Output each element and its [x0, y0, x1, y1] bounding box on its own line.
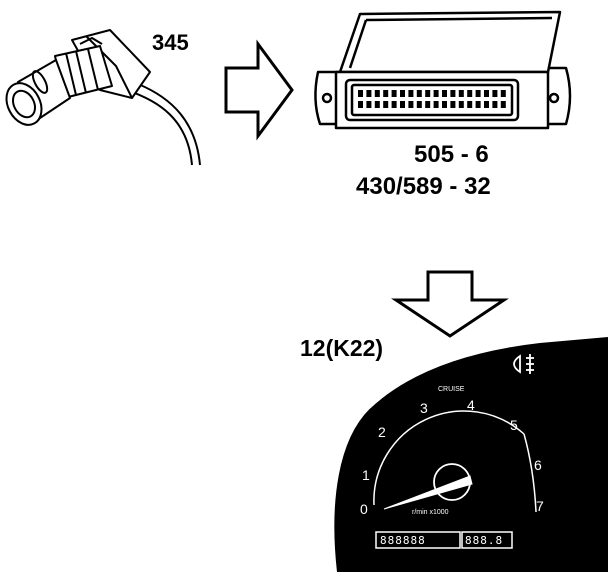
connector-pin — [467, 101, 473, 108]
connector-pin — [391, 90, 397, 97]
connector-pin — [400, 90, 405, 97]
tachometer-needle — [383, 475, 473, 510]
tachometer-arc — [373, 410, 525, 506]
connector-pin — [475, 90, 481, 97]
instrument-cluster: CRUISE 0 1 2 3 4 5 6 7 r/min x1000 88888… — [334, 336, 608, 572]
odometer-value: 888888 — [380, 534, 426, 547]
connector-pin — [416, 90, 422, 97]
tachometer-scale-1: 1 — [362, 467, 370, 483]
cluster-upper-text: CRUISE — [438, 386, 465, 393]
connector-pin — [492, 101, 498, 108]
odometer-display — [375, 531, 461, 549]
crankshaft-position-sensor-icon — [5, 29, 201, 166]
tachometer-scale-0: 0 — [360, 501, 368, 517]
connector-pin — [442, 90, 447, 97]
connector-pin — [425, 101, 431, 108]
connector-pin — [366, 101, 372, 108]
connector-pin — [408, 90, 414, 97]
arrow-down-icon — [391, 270, 509, 338]
connector-pin — [484, 90, 489, 97]
connector-pin — [500, 101, 506, 108]
connector-pin — [383, 101, 389, 108]
trip-value: 888.8 — [465, 534, 503, 547]
tachometer-scale-6: 6 — [534, 457, 542, 473]
tachometer-legend: r/min x1000 — [412, 509, 449, 516]
cluster-label: 12(K22) — [300, 335, 383, 361]
connector-pin — [450, 101, 456, 108]
engine-control-module-icon — [314, 10, 572, 130]
trip-display — [461, 531, 513, 549]
connector-pin — [425, 90, 431, 97]
connector-pin — [450, 90, 456, 97]
connector-pin — [475, 101, 481, 108]
connector-pin — [416, 101, 422, 108]
tachometer-scale-5: 5 — [510, 417, 518, 433]
connector-pin — [442, 101, 447, 108]
sensor-label: 345 — [152, 30, 189, 55]
connector-pin — [358, 90, 363, 97]
tachometer-scale-2: 2 — [378, 424, 386, 440]
connector-pin — [492, 90, 498, 97]
tachometer-scale-3: 3 — [420, 400, 428, 416]
connector-pin — [391, 101, 397, 108]
connector-pin — [358, 101, 363, 108]
connector-pin — [374, 90, 380, 97]
rear-fog-lamp-icon — [513, 354, 534, 374]
tachometer-scale-4: 4 — [467, 397, 475, 413]
arrow-right-icon — [224, 39, 294, 141]
connector-pin — [484, 101, 489, 108]
connector-pin — [366, 90, 372, 97]
connector-pin — [374, 101, 380, 108]
tachometer-scale-7: 7 — [536, 498, 544, 514]
control-unit-label-secondary: 430/589 - 32 — [356, 173, 491, 200]
connector-pin — [458, 101, 464, 108]
connector-pin — [433, 90, 439, 97]
connector-pin — [408, 101, 414, 108]
connector-pins — [358, 90, 506, 108]
control-unit-label-primary: 505 - 6 — [414, 141, 489, 168]
connector-pin — [433, 101, 439, 108]
connector-pin — [467, 90, 473, 97]
connector-pin — [400, 101, 405, 108]
connector-pin — [458, 90, 464, 97]
connector-pin — [500, 90, 506, 97]
connector-pin — [383, 90, 389, 97]
